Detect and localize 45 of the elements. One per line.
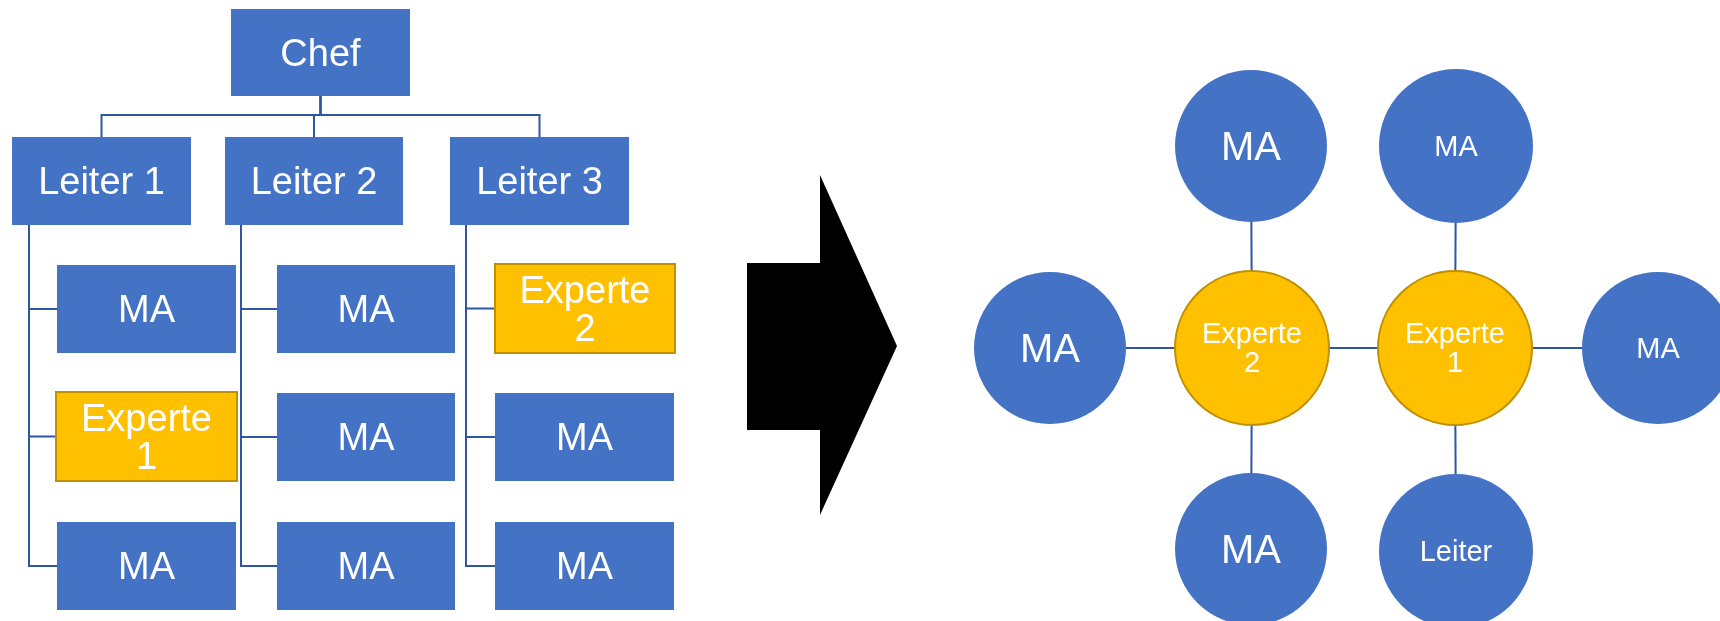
connector-line: [28, 224, 58, 567]
connector-line: [1532, 347, 1583, 349]
role-label: MA: [118, 290, 175, 328]
role-label: Experte 2: [1202, 319, 1302, 377]
role-box: [494, 263, 676, 354]
role-box: [225, 137, 403, 225]
role-box: [495, 522, 674, 610]
role-label: Experte 2: [519, 270, 651, 347]
connector-line: [319, 95, 541, 138]
role-label: MA: [337, 547, 395, 585]
connector-line: [1125, 347, 1175, 349]
connector-line: [1454, 222, 1457, 271]
role-label: Leiter: [1419, 536, 1493, 566]
role-label: Chef: [280, 33, 361, 72]
role-label: MA: [1221, 529, 1281, 569]
role-box: [277, 522, 455, 610]
role-label: MA: [337, 418, 395, 456]
connector-line: [1329, 347, 1378, 349]
connector-line: [465, 224, 496, 567]
role-box: [55, 391, 238, 482]
role-label: MA: [1020, 328, 1080, 368]
connector-line: [1250, 221, 1253, 271]
role-box: [277, 265, 455, 353]
role-box: [450, 137, 629, 225]
role-label: MA: [337, 290, 395, 328]
connector-line: [1250, 425, 1253, 474]
role-box: [57, 265, 236, 353]
role-box: [277, 393, 455, 481]
connector-line: [1454, 425, 1457, 475]
role-label: MA: [1221, 126, 1281, 166]
role-box: [12, 137, 191, 225]
role-label: Leiter 1: [38, 162, 165, 200]
role-label: MA: [1434, 131, 1478, 161]
role-label: Leiter 2: [250, 162, 378, 200]
role-label: Leiter 3: [476, 162, 603, 200]
role-label: MA: [556, 418, 613, 456]
role-label: MA: [556, 547, 613, 585]
role-box: [231, 9, 410, 96]
role-box: [495, 393, 674, 481]
role-label: Experte 1: [81, 398, 212, 475]
role-label: MA: [118, 547, 175, 585]
connector-line: [240, 224, 278, 567]
role-label: Experte 1: [1405, 319, 1505, 377]
role-box: [57, 522, 236, 610]
role-label: MA: [1636, 333, 1680, 363]
